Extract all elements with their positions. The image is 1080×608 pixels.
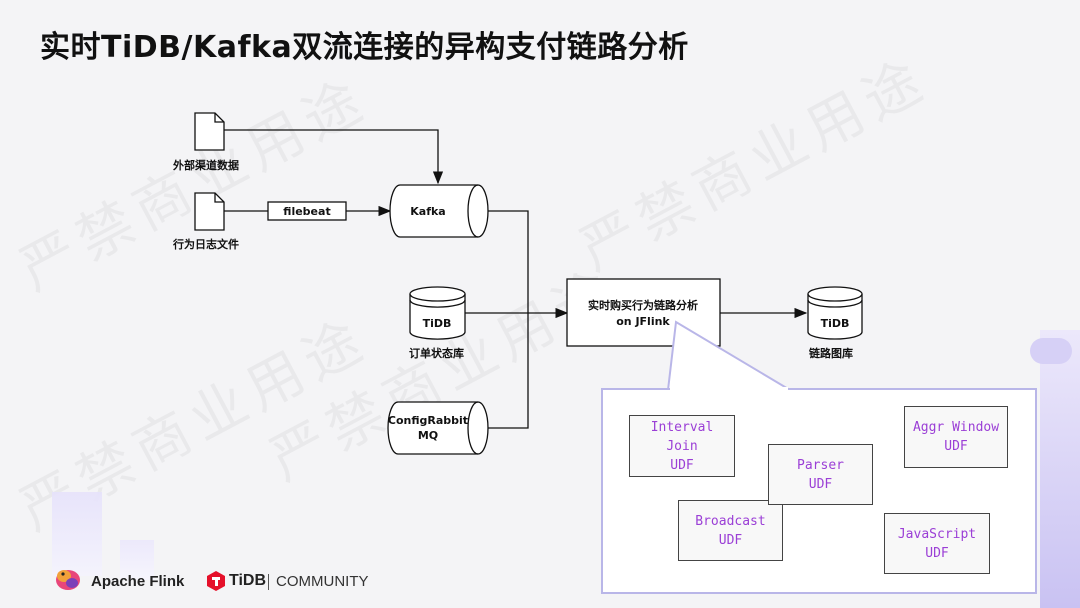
udf-text: Interval [650, 419, 714, 435]
external-data-caption: 外部渠道数据 [173, 159, 239, 172]
tidb-graph-db [807, 286, 863, 340]
edge-kafka-to-merge [488, 210, 529, 313]
tidb-orders-caption: 订单状态库 [409, 347, 464, 360]
udf-aggr-window: Aggr Window UDF [904, 406, 1008, 468]
kafka-queue [389, 184, 489, 238]
tidb-logo [207, 571, 225, 591]
udf-text: JavaScript [897, 526, 977, 542]
tidb-graph-caption: 链路图库 [809, 347, 853, 360]
decorative-cube [52, 492, 102, 576]
flink-label-line2: on JFlink [616, 315, 670, 328]
udf-broadcast: Broadcast UDF [678, 500, 783, 561]
decorative-cloud [1030, 338, 1072, 364]
slide-title: 实时TiDB/Kafka双流连接的异构支付链路分析 [40, 30, 689, 65]
udf-text: Broadcast [695, 513, 766, 529]
filebeat-box [267, 201, 347, 221]
kafka-label: Kafka [410, 205, 445, 218]
callout-join [670, 387, 788, 391]
configrabbit-queue [387, 401, 489, 455]
filebeat-label: filebeat [283, 205, 330, 218]
udf-text: Join [666, 438, 698, 454]
udf-parser: Parser UDF [768, 444, 873, 505]
tidb-graph-label: TiDB [821, 317, 850, 330]
community-brand: COMMUNITY [276, 573, 369, 590]
udf-text: UDF [944, 439, 968, 454]
brand-divider [268, 574, 269, 590]
tidb-brand: TiDB [229, 572, 267, 589]
document-icon [194, 192, 225, 231]
configrabbit-label-line2: MQ [418, 429, 438, 442]
udf-text: UDF [925, 545, 949, 561]
udf-text: UDF [718, 532, 743, 548]
udf-text: Aggr Window [912, 420, 1000, 435]
callout-pointer [667, 320, 791, 391]
edge-external-to-kafka [224, 129, 444, 185]
udf-text: UDF [808, 476, 833, 492]
apache-flink-brand: Apache Flink [91, 573, 185, 590]
edge-mq-to-merge [488, 313, 529, 429]
tidb-orders-label: TiDB [423, 317, 452, 330]
udf-javascript: JavaScript UDF [884, 513, 990, 574]
configrabbit-label-line1: ConfigRabbit [388, 414, 468, 427]
udf-text: UDF [670, 457, 694, 473]
decorative-cube [120, 540, 154, 580]
decorative-building [1040, 330, 1080, 608]
document-icon [194, 112, 225, 151]
udf-interval-join: Interval Join UDF [629, 415, 735, 477]
flink-label-line1: 实时购买行为链路分析 [588, 298, 698, 312]
udf-text: Parser [797, 457, 844, 473]
tidb-orders-db [409, 286, 466, 340]
behavior-log-caption: 行为日志文件 [173, 238, 239, 251]
apache-flink-logo [54, 564, 82, 592]
